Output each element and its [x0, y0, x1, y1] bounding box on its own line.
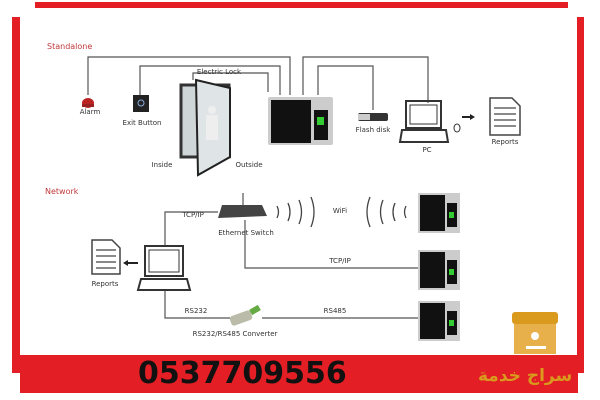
top-red-bar: [35, 2, 568, 8]
label-wifi: WiFi: [332, 207, 348, 215]
door-icon: [179, 78, 231, 177]
report-icon: [91, 239, 121, 275]
label-exit-button: Exit Button: [122, 119, 162, 127]
arrow-left-icon: [123, 260, 138, 266]
right-red-border: [577, 17, 584, 373]
label-pc: PC: [422, 146, 432, 154]
report-icon: [489, 97, 521, 136]
exit-button-icon: [133, 95, 149, 112]
pc-icon: [398, 100, 461, 143]
section-title-standalone: Standalone: [47, 42, 93, 51]
label-rs485: RS485: [323, 307, 347, 315]
ethernet-switch-icon: [218, 193, 267, 218]
label-reports: Reports: [491, 138, 519, 146]
label-outside: Outside: [235, 161, 263, 169]
terminal-icon: [268, 97, 333, 145]
arrow-right-icon: [462, 114, 475, 120]
store-logo-icon: [512, 312, 558, 354]
pc-icon: [136, 245, 192, 291]
label-rs232: RS232: [184, 307, 208, 315]
terminal-icon: [418, 250, 460, 290]
alarm-icon: [82, 98, 94, 108]
logo-text: سراج خدمة: [478, 366, 573, 386]
label-reports: Reports: [91, 280, 119, 288]
bottom-red-band: [20, 355, 578, 393]
terminal-icon: [418, 301, 460, 341]
converter-icon: [229, 304, 261, 326]
label-ethernet-switch: Ethernet Switch: [218, 229, 274, 237]
left-red-border: [12, 17, 20, 373]
phone-number: 0537709556: [138, 356, 347, 391]
label-flash-disk: Flash disk: [355, 126, 391, 134]
label-converter: RS232/RS485 Converter: [192, 330, 278, 338]
flash-disk-icon: [358, 113, 388, 121]
section-title-network: Network: [45, 187, 79, 196]
label-tcpip: TCP/IP: [182, 211, 204, 219]
label-tcpip: TCP/IP: [329, 257, 351, 265]
terminal-icon: [418, 193, 460, 233]
label-inside: Inside: [151, 161, 173, 169]
label-electric-lock: Electric Lock: [196, 68, 242, 76]
label-alarm: Alarm: [79, 108, 101, 116]
wires: [87, 56, 429, 319]
wifi-signal-icon: [276, 196, 407, 228]
